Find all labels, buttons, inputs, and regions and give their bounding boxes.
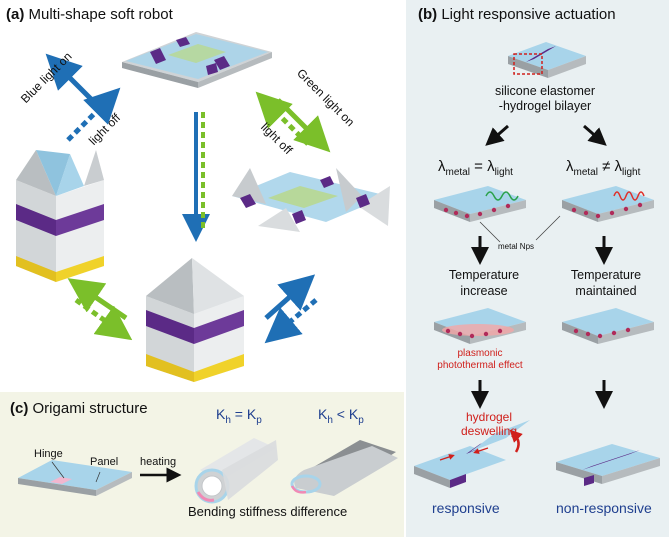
panel-b-heading: (b) Light responsive actuation: [418, 6, 616, 23]
lambda-symbol-3: λ: [566, 158, 574, 175]
slab-right-light: [562, 186, 654, 222]
lambda-symbol: λ: [438, 158, 446, 175]
nps-leader-left: [479, 221, 501, 243]
flat-cross-robot: [122, 32, 272, 88]
red-dashed-box: [513, 53, 543, 75]
folded-sheet-robot: [232, 168, 390, 232]
lambda-neq-label: λmetal ≠ λlight: [566, 158, 640, 178]
sub-light-2: light: [622, 167, 641, 178]
origami-flat-sheet: [18, 460, 132, 496]
hinge-label: Hinge: [34, 448, 63, 460]
k-lt-symbol: <: [336, 406, 345, 422]
bilayer-label-1: silicone elastomer: [494, 84, 596, 98]
responsive-label: responsive: [432, 500, 500, 516]
metal-nps-label: metal Nps: [498, 242, 535, 251]
blue-return-dashed-arrow: [264, 298, 318, 344]
k-lt-label: Kh < Kp: [318, 406, 364, 426]
panel-a-heading: (a) Multi-shape soft robot: [6, 6, 173, 23]
lambda-symbol-2: λ: [487, 158, 495, 175]
k-symbol-2: K: [246, 406, 257, 422]
rolled-tube: [194, 438, 278, 504]
pyramid-box-robot: [146, 258, 244, 382]
sub-p-2: p: [358, 414, 364, 426]
sub-light: light: [494, 167, 513, 178]
heating-label: heating: [140, 456, 177, 468]
split-right-arrow: [583, 124, 607, 146]
neq-symbol: ≠: [602, 158, 611, 175]
k-symbol-3: K: [318, 406, 328, 422]
sub-metal: metal: [445, 167, 470, 178]
split-left-arrow: [485, 124, 509, 146]
bilayer-slab: [508, 42, 586, 78]
panel-a-title: Multi-shape soft robot: [28, 6, 173, 23]
panel-b-title: Light responsive actuation: [441, 6, 616, 23]
k-eq-label: Kh = Kp: [216, 406, 262, 426]
panel-label: Panel: [90, 456, 119, 468]
temp-maintained-1: Temperature: [570, 268, 642, 282]
temp-maintained-2: maintained: [575, 284, 637, 298]
lambda-eq-label: λmetal = λlight: [438, 158, 513, 178]
folded-flap: [290, 440, 398, 496]
hinge-leader: [51, 461, 65, 479]
panel-b: [406, 0, 669, 537]
temp-increase-2: increase: [460, 284, 508, 298]
eq-symbol: =: [474, 158, 483, 175]
plasmonic-label-2: photothermal effect: [437, 360, 523, 371]
crown-box-robot: [16, 150, 104, 282]
panel-c-letter: (c): [10, 400, 29, 417]
k-eq-symbol: =: [234, 406, 243, 422]
panel-c-title: Origami structure: [32, 400, 148, 417]
lambda-symbol-4: λ: [614, 158, 623, 175]
slab-heated: [434, 308, 526, 344]
bilayer-label-2: -hydrogel bilayer: [498, 99, 592, 113]
green-return-arrow: [67, 278, 128, 321]
deswell-label-2: deswelling: [460, 424, 518, 438]
panel-c-heading: (c) Origami structure: [10, 400, 148, 417]
slab-left-light: [434, 186, 526, 222]
k-symbol-4: K: [348, 406, 359, 422]
sub-h-2: h: [327, 414, 333, 426]
bending-label: Bending stiffness difference: [188, 504, 348, 519]
panel-leader: [95, 471, 101, 483]
temp-increase-1: Temperature: [448, 268, 520, 282]
blue-on-arrow: [45, 53, 102, 110]
non-responsive-label: non-responsive: [556, 500, 652, 516]
sub-p-1: p: [256, 414, 262, 426]
k-symbol-1: K: [216, 406, 226, 422]
deswell-label-1: hydrogel: [465, 410, 513, 424]
plasmonic-label-1: plasmonic: [457, 348, 503, 359]
slab-unheated: [562, 308, 654, 344]
slab-non-responsive: [556, 444, 660, 486]
sub-metal-2: metal: [573, 167, 598, 178]
nps-leader-right: [535, 215, 561, 241]
panel-a-letter: (a): [6, 6, 25, 23]
sub-h-1: h: [225, 414, 231, 426]
slab-responsive: [414, 420, 530, 488]
green-return-dashed-arrow: [74, 297, 133, 341]
panel-b-letter: (b): [418, 6, 438, 23]
